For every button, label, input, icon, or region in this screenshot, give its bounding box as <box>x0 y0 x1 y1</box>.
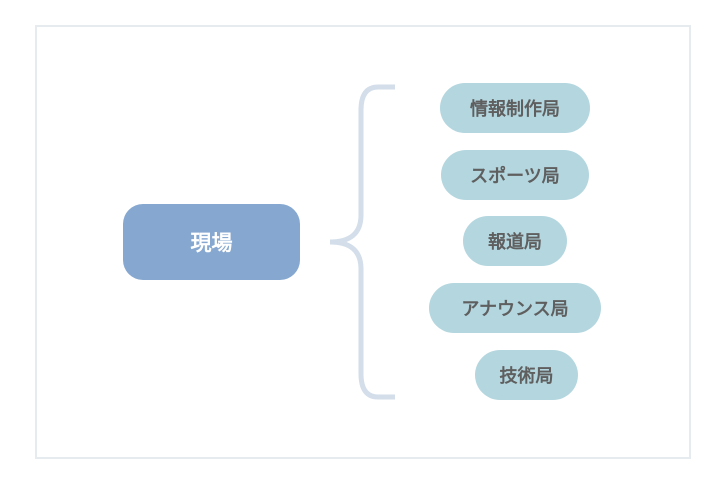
child-node-announce: アナウンス局 <box>429 283 601 333</box>
child-node-label: 報道局 <box>488 232 542 253</box>
child-node-label: 情報制作局 <box>470 99 560 120</box>
child-node-gijutsu: 技術局 <box>475 350 578 400</box>
child-node-label: 技術局 <box>499 366 554 387</box>
root-node-label: 現場 <box>190 231 233 255</box>
child-node-label: スポーツ局 <box>470 166 560 187</box>
child-node-sports: スポーツ局 <box>441 150 589 200</box>
root-node: 現場 <box>123 204 300 280</box>
child-node-hodo: 報道局 <box>463 216 567 266</box>
child-node-joho-seisaku: 情報制作局 <box>440 83 590 133</box>
child-node-label: アナウンス局 <box>461 299 569 320</box>
diagram-frame <box>35 25 691 459</box>
